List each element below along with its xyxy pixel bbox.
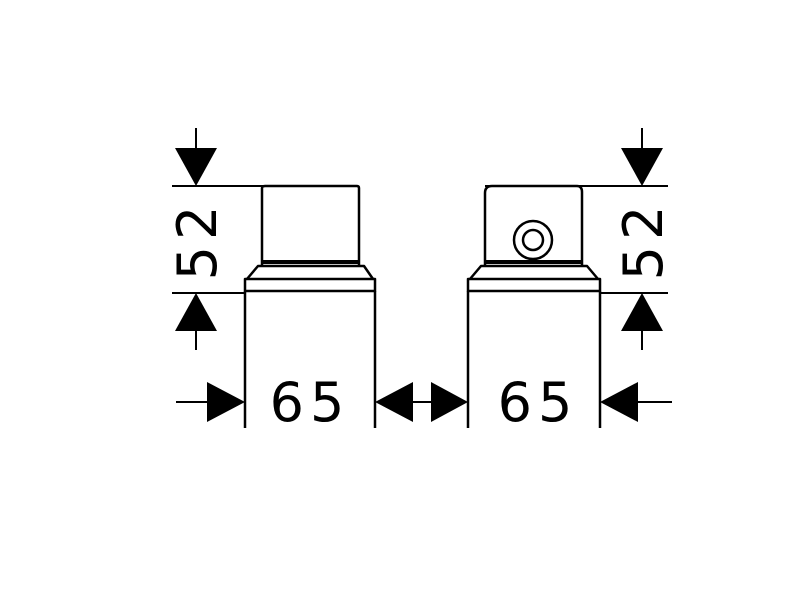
right-collar [469,264,599,280]
left-valve-unit [243,184,377,428]
right-top-arrow-icon [621,148,663,186]
left-width-arrow-icon [207,382,245,422]
right-indicator-outer-ring [512,219,554,261]
left-top-arrow-icon [175,148,217,186]
left-bottom-arrow-icon [175,293,217,331]
left-knob [260,184,361,266]
left-base-plate [243,277,377,293]
middle-left-arrow-icon [375,382,413,422]
right-width-arrow-icon [600,382,638,422]
right-indicator-inner-ring [521,228,545,252]
extension-lines [172,185,668,294]
left-collar [246,264,375,280]
right-knob [483,184,584,266]
left-height-label: 52 [166,200,229,281]
right-height-label: 52 [612,200,675,281]
right-base-plate [466,277,602,293]
right-width-label: 65 [498,371,579,434]
middle-right-arrow-icon [431,382,468,422]
left-width-label: 65 [270,371,351,434]
right-bottom-arrow-icon [621,293,663,331]
